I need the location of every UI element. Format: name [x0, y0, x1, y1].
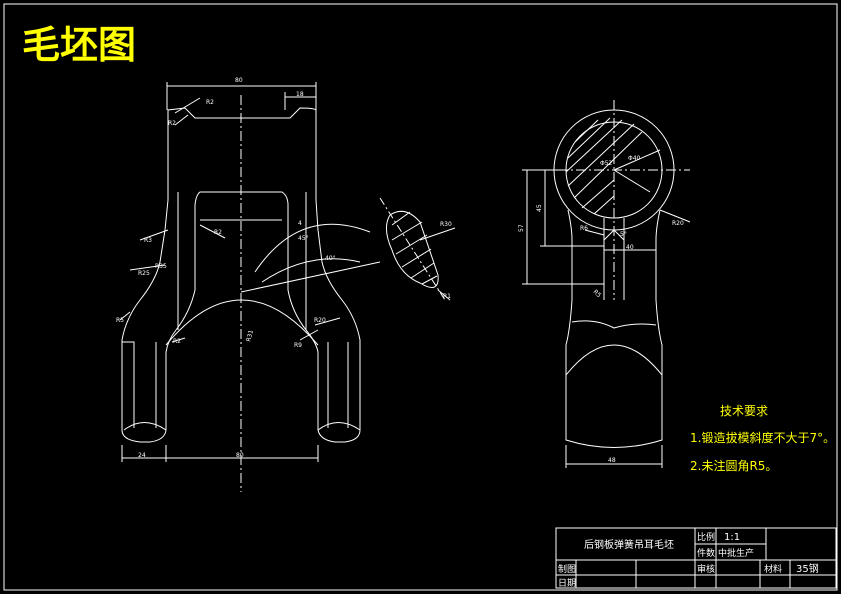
dim-w40: 40 — [626, 244, 634, 251]
dim-w4: 4 — [298, 220, 302, 227]
prong-left-end — [123, 422, 167, 431]
leader — [584, 229, 605, 236]
tb-check-label: 审核 — [697, 563, 715, 575]
leader — [174, 97, 201, 114]
leader — [613, 149, 661, 171]
dim-dia40: Φ40 — [628, 155, 641, 162]
prong-right-end — [317, 422, 361, 431]
dim-angle5: 5° — [620, 231, 627, 238]
leader — [174, 114, 189, 126]
dim-angle40: 40° — [325, 255, 336, 262]
dim-h45: 45 — [536, 204, 543, 212]
dim-dia52: Φ52 — [600, 160, 613, 167]
drawing-frame — [3, 3, 838, 591]
dim-r-side: R31 — [245, 329, 255, 342]
shank-arch — [565, 344, 663, 376]
tb-qty-value: 中批生产 — [718, 547, 754, 559]
dim-r20: R20 — [314, 317, 326, 324]
title-block: 后钢板弹簧吊耳毛坯 比例 1:1 件数 中批生产 制图 审核 日期 材料 35钢 — [555, 527, 837, 589]
leader — [299, 329, 319, 341]
dim-bottom-left: 24 — [138, 452, 146, 459]
tb-material-label: 材料 — [764, 563, 782, 575]
leader — [314, 317, 341, 326]
section-detail — [379, 197, 456, 301]
left-view — [119, 82, 456, 492]
dim-r5b: R5 — [592, 288, 603, 299]
leader — [129, 264, 166, 271]
angle-ref — [240, 261, 381, 293]
right-view — [522, 100, 691, 468]
dim-r2-corner: R2 — [168, 120, 176, 127]
dim-r35: R35 — [155, 263, 167, 270]
dim-r6: R6 — [580, 225, 588, 232]
notes-line2: 2.未注圆角R5。 — [690, 458, 777, 473]
notes-heading: 技术要求 — [720, 404, 768, 418]
dim-r1: R1 — [443, 293, 451, 300]
tb-qty-label: 件数 — [697, 547, 715, 559]
right-view-dims: Φ52 Φ40 R20 R6 5° 40 57 45 R5 48 — [518, 155, 684, 464]
tb-scale-label: 比例 — [697, 531, 715, 543]
dim-r2-low: R2 — [173, 338, 181, 345]
angle-arc-40 — [261, 258, 361, 283]
dim-top-right: 18 — [296, 91, 304, 98]
leader — [171, 337, 186, 343]
neck-taper — [603, 229, 625, 241]
dim-r9: R9 — [294, 342, 302, 349]
dim-r30: R30 — [440, 221, 452, 228]
tb-material-value: 35钢 — [796, 562, 819, 575]
leader — [139, 229, 169, 241]
drawing-title: 毛坯图 — [22, 23, 136, 67]
fork-outline — [121, 107, 361, 443]
tb-scale-value: 1:1 — [724, 532, 740, 543]
prong-left-inner — [122, 341, 135, 428]
leader — [659, 209, 691, 223]
leader — [119, 311, 131, 321]
dim-r5: R5 — [116, 317, 124, 324]
technical-notes: 技术要求 1.锻造拔模斜度不大于7°。 2.未注圆角R5。 — [690, 404, 835, 473]
dim-w48: 48 — [608, 457, 616, 464]
dim-r3: R3 — [144, 237, 152, 244]
shank-outline — [565, 209, 663, 448]
dim-bottom-width: 80 — [236, 452, 244, 459]
dim-r2-top: R2 — [206, 99, 214, 106]
dim-r25: R25 — [138, 270, 150, 277]
notes-line1: 1.锻造拔模斜度不大于7°。 — [690, 430, 835, 445]
neck-lines — [603, 218, 625, 300]
dim-r2-inner: R2 — [214, 229, 222, 236]
dim-angle45: 45° — [298, 235, 309, 242]
title-block-frame — [555, 527, 837, 589]
dim-r20b: R20 — [672, 220, 684, 227]
hatching — [565, 117, 643, 215]
tb-date-label: 日期 — [558, 578, 576, 589]
tb-part-name: 后钢板弹簧吊耳毛坯 — [584, 538, 674, 551]
left-view-dims: 80 18 R2 R2 R3 R35 R25 R2 R5 R2 4 45° 40… — [116, 77, 452, 459]
dim-top-width: 80 — [235, 77, 243, 84]
tb-drawn-label: 制图 — [558, 563, 576, 575]
dim-h57: 57 — [518, 224, 525, 232]
fork-arch — [165, 299, 319, 346]
angle-arc-45 — [254, 223, 371, 273]
break-line — [571, 320, 657, 329]
leader — [613, 169, 651, 193]
leader — [199, 224, 226, 239]
